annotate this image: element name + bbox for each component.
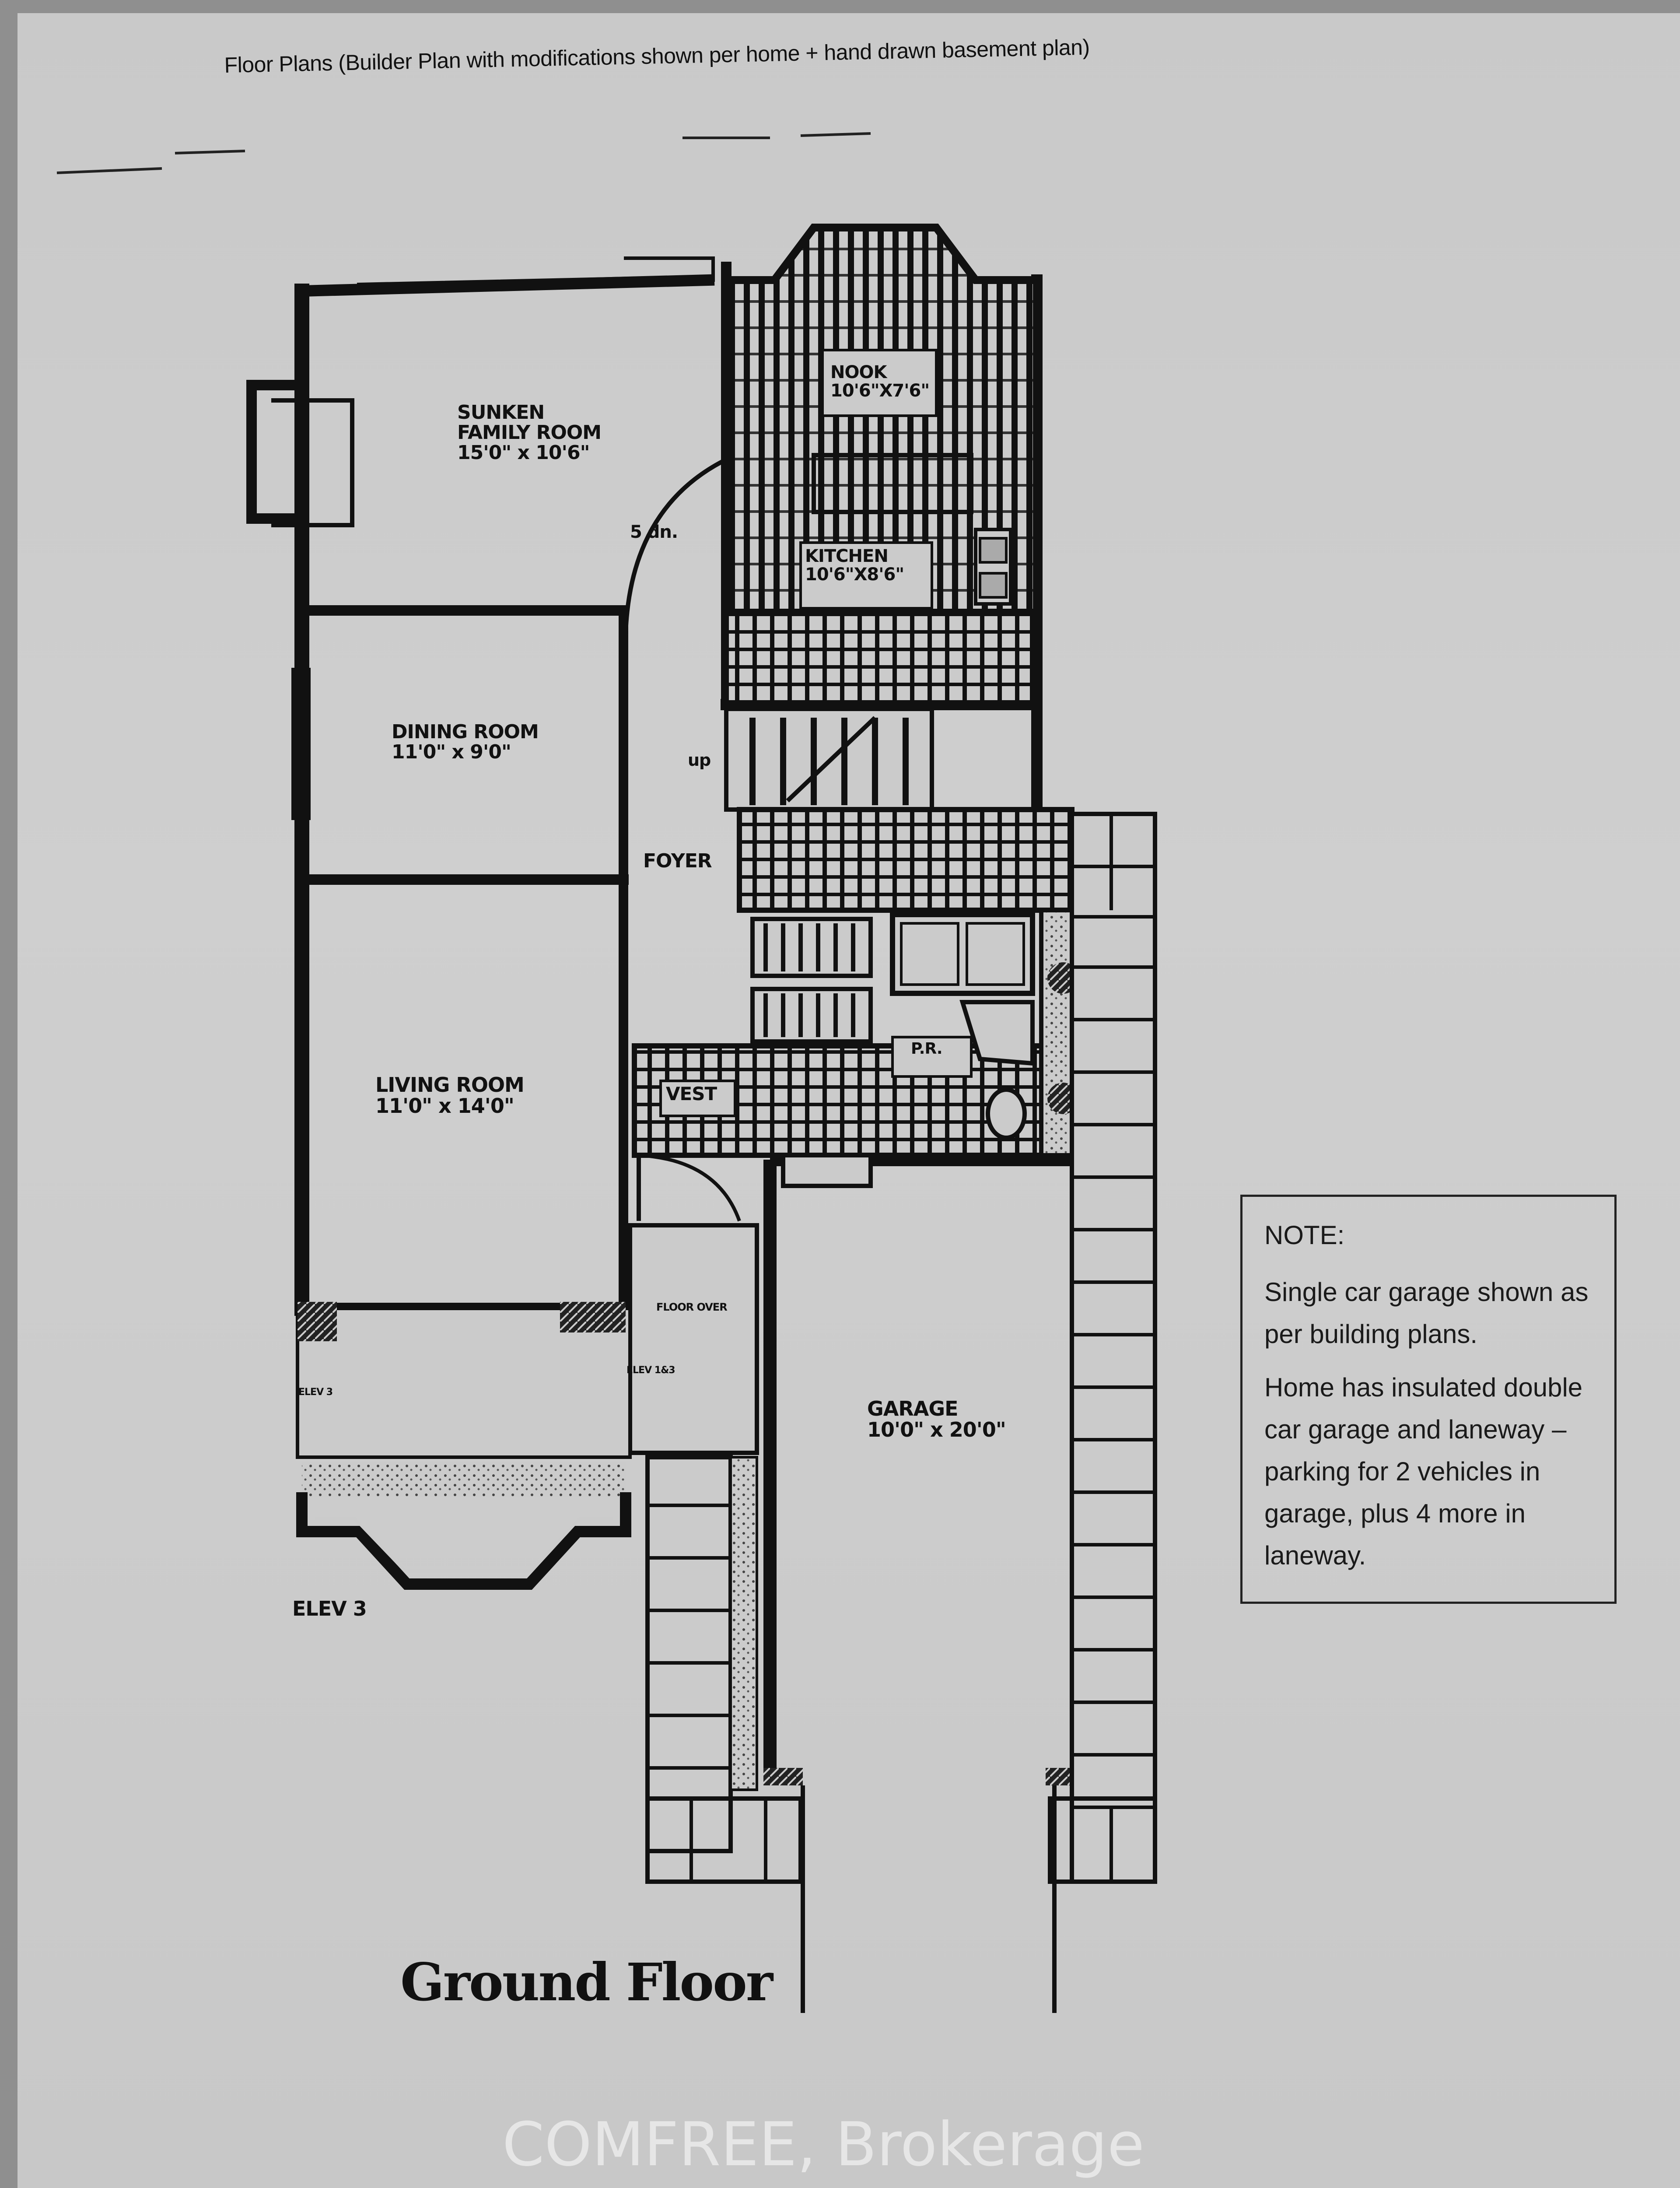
room-powder-name: P.R.: [911, 1040, 943, 1058]
floor-over-label: FLOOR OVER: [656, 1301, 728, 1313]
room-family-line1: SUNKEN: [457, 401, 545, 424]
elev-bottom-label: ELEV 3: [292, 1597, 367, 1620]
room-foyer: FOYER: [643, 851, 712, 871]
room-garage-name: GARAGE: [867, 1397, 959, 1420]
room-living-dims: 11'0" x 14'0": [375, 1094, 514, 1118]
elev-left-label: ELEV 3: [298, 1387, 333, 1398]
room-living: LIVING ROOM 11'0" x 14'0": [375, 1073, 525, 1118]
room-kitchen-name: KITCHEN: [805, 546, 889, 566]
room-vest: VEST: [666, 1084, 717, 1104]
elev-mid-label: ELEV 1&3: [626, 1365, 676, 1376]
room-dining-name: DINING ROOM: [392, 721, 539, 743]
room-kitchen: KITCHEN 10'6"X8'6": [805, 547, 904, 584]
room-nook-dims: 10'6"X7'6": [830, 381, 930, 401]
room-foyer-name: FOYER: [643, 850, 712, 872]
floor-title: Ground Floor: [400, 1952, 773, 2013]
room-vest-name: VEST: [666, 1083, 717, 1105]
note-paragraph-2: Home has insulated double car garage and…: [1264, 1373, 1583, 1570]
room-dining-dims: 11'0" x 9'0": [392, 741, 511, 764]
room-living-name: LIVING ROOM: [375, 1073, 525, 1097]
brokerage-watermark: COMFREE, Brokerage: [502, 2109, 1144, 2180]
room-powder: P.R.: [911, 1040, 943, 1058]
note-box: NOTE: Single car garage shown as per bui…: [1240, 1195, 1617, 1604]
room-garage: GARAGE 10'0" x 20'0": [867, 1398, 1006, 1441]
note-heading: NOTE:: [1264, 1220, 1345, 1250]
stairs-down-label: 5 dn.: [630, 522, 678, 542]
room-garage-dims: 10'0" x 20'0": [867, 1418, 1006, 1442]
room-nook-name: NOOK: [830, 362, 887, 382]
room-family-dims: 15'0" x 10'6": [457, 442, 590, 464]
note-paragraph-1: Single car garage shown as per building …: [1264, 1277, 1589, 1349]
room-family-line2: FAMILY ROOM: [457, 421, 602, 444]
stairs-up-label: up: [688, 750, 711, 770]
room-nook: NOOK 10'6"X7'6": [830, 362, 930, 401]
room-kitchen-dims: 10'6"X8'6": [805, 565, 904, 585]
room-dining: DINING ROOM 11'0" x 9'0": [392, 722, 539, 762]
room-family: SUNKEN FAMILY ROOM 15'0" x 10'6": [457, 401, 602, 464]
